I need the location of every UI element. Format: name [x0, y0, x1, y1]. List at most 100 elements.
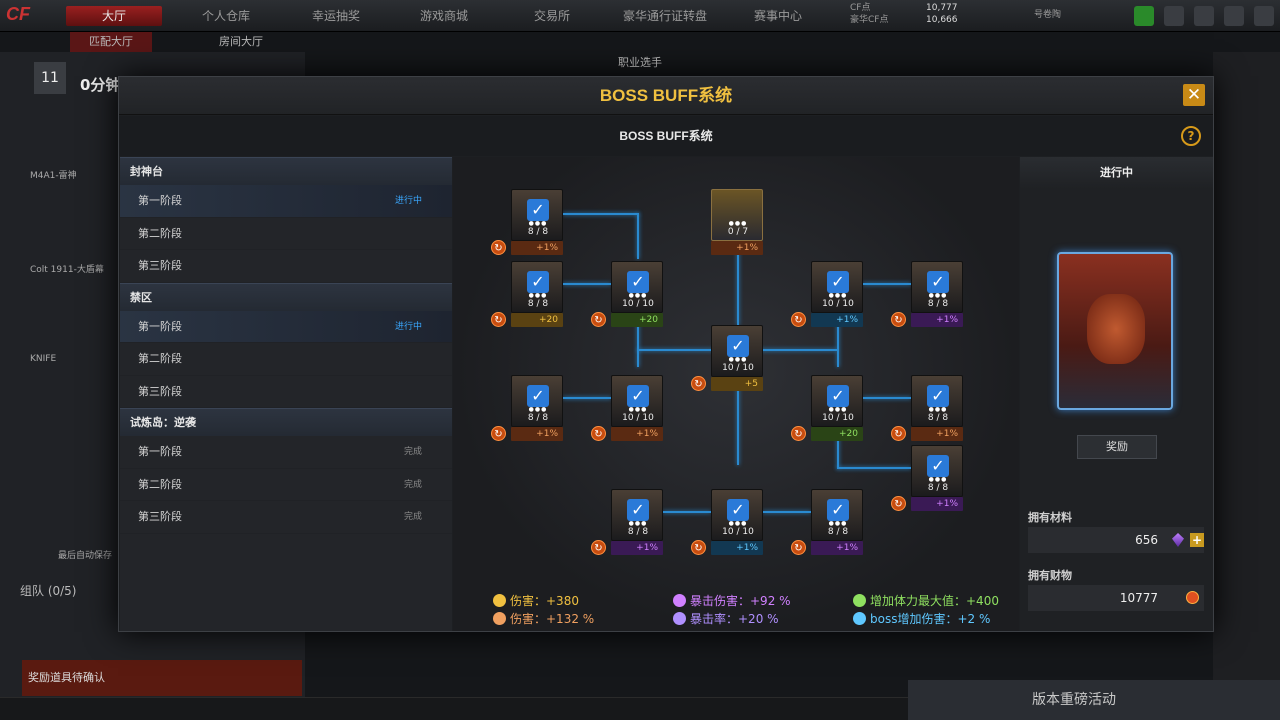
- connector: [737, 245, 739, 325]
- knife-icon: [493, 594, 506, 607]
- music-icon[interactable]: [1194, 6, 1214, 26]
- buff-node[interactable]: ✓●●●8 / 8: [911, 445, 963, 497]
- check-icon: ✓: [627, 385, 649, 407]
- buff-node[interactable]: ✓●●●8 / 8: [511, 261, 563, 313]
- stage-item[interactable]: 第一阶段完成: [120, 436, 452, 469]
- boss-card: [1057, 252, 1173, 410]
- power-icon[interactable]: [1254, 6, 1274, 26]
- buff-node[interactable]: ✓●●●10 / 10: [611, 375, 663, 427]
- stage-item[interactable]: 第二阶段: [120, 343, 452, 376]
- shield-icon[interactable]: [1164, 6, 1184, 26]
- buff-value: +1%: [911, 313, 963, 327]
- buff-node[interactable]: ✓●●●10 / 10: [711, 489, 763, 541]
- gear-icon[interactable]: [1224, 6, 1244, 26]
- stage-item[interactable]: 第三阶段: [120, 376, 452, 408]
- stage-item[interactable]: 第二阶段: [120, 218, 452, 250]
- boss-status: 进行中: [1020, 157, 1213, 189]
- weapon-primary: M4A1-雷神: [30, 171, 77, 181]
- star-icon: ●●●: [928, 476, 948, 483]
- check-icon: ✓: [727, 335, 749, 357]
- stage-label: 第三阶段: [138, 510, 182, 523]
- vip-cf-label: 豪华CF点: [850, 15, 889, 25]
- upgrade-icon[interactable]: ↻: [691, 540, 706, 555]
- tab-shop[interactable]: 游戏商城: [419, 9, 468, 23]
- tab-events[interactable]: 赛事中心: [753, 9, 802, 23]
- buff-value: +1%: [911, 427, 963, 441]
- upgrade-icon[interactable]: ↻: [591, 312, 606, 327]
- upgrade-icon[interactable]: ↻: [791, 540, 806, 555]
- node-progress: 10 / 10: [622, 299, 654, 309]
- node-progress: 8 / 8: [827, 527, 849, 537]
- stage-label: 第一阶段: [138, 194, 182, 207]
- buff-node[interactable]: ✓●●●10 / 10: [611, 261, 663, 313]
- buff-node[interactable]: ✓●●●8 / 8: [911, 375, 963, 427]
- connector: [637, 311, 639, 367]
- connector: [863, 283, 911, 285]
- node-progress: 8 / 8: [927, 483, 949, 493]
- tab-exchange[interactable]: 交易所: [533, 9, 570, 23]
- tab-lottery[interactable]: 幸运抽奖: [311, 9, 360, 23]
- stage-item[interactable]: 第三阶段: [120, 250, 452, 283]
- buff-node[interactable]: ✓●●●8 / 8: [611, 489, 663, 541]
- help-icon[interactable]: ?: [1181, 126, 1201, 146]
- stat-text: 伤害：+132 %: [510, 612, 595, 626]
- connector: [663, 511, 711, 513]
- upgrade-icon[interactable]: ↻: [691, 376, 706, 391]
- upgrade-icon[interactable]: ↻: [791, 312, 806, 327]
- event-banner[interactable]: 版本重磅活动: [908, 680, 1280, 720]
- buff-node[interactable]: ●●●0 / 7: [711, 189, 763, 241]
- upgrade-icon[interactable]: ↻: [791, 426, 806, 441]
- upgrade-icon[interactable]: ↻: [891, 426, 906, 441]
- tab-pass-wheel[interactable]: 豪华通行证转盘: [622, 9, 707, 23]
- star-icon: ●●●: [728, 520, 748, 527]
- upgrade-icon[interactable]: ↻: [591, 426, 606, 441]
- stat-text: 暴击伤害：+92 %: [690, 594, 791, 608]
- check-icon: ✓: [927, 271, 949, 293]
- upgrade-icon[interactable]: ↻: [591, 540, 606, 555]
- close-button[interactable]: ✕: [1183, 84, 1205, 106]
- add-materials-button[interactable]: +: [1190, 533, 1204, 547]
- upgrade-icon[interactable]: ↻: [491, 426, 506, 441]
- node-progress: 10 / 10: [822, 299, 854, 309]
- stage-item[interactable]: 第二阶段完成: [120, 469, 452, 501]
- buff-node[interactable]: ✓●●●8 / 8: [911, 261, 963, 313]
- buff-value: +1%: [611, 427, 663, 441]
- upgrade-icon[interactable]: ↻: [491, 312, 506, 327]
- weapon-melee: KNIFE: [30, 354, 57, 364]
- check-icon: ✓: [627, 499, 649, 521]
- stage-item[interactable]: 第三阶段完成: [120, 501, 452, 534]
- connector: [563, 283, 611, 285]
- team-label: 组队 (0/5): [20, 584, 77, 598]
- materials-label: 拥有材料: [1028, 511, 1072, 524]
- cf-label: CF点: [850, 3, 871, 13]
- buff-node[interactable]: ✓●●●8 / 8: [511, 375, 563, 427]
- buff-node[interactable]: ✓●●●8 / 8: [811, 489, 863, 541]
- tab-lobby[interactable]: 大厅: [66, 6, 162, 26]
- node-progress: 10 / 10: [722, 363, 754, 373]
- check-icon: ✓: [727, 499, 749, 521]
- stage-group-header: 封神台: [120, 157, 452, 185]
- reward-confirm-banner[interactable]: 奖励道具待确认: [22, 660, 302, 696]
- voucher-label: 号卷陶: [1034, 10, 1062, 20]
- upgrade-icon[interactable]: ↻: [491, 240, 506, 255]
- buff-value: +20: [511, 313, 563, 327]
- buff-value: +1%: [811, 541, 863, 555]
- reward-button[interactable]: 奖励: [1077, 435, 1157, 459]
- upgrade-icon[interactable]: ↻: [891, 496, 906, 511]
- tab-match-hall[interactable]: 匹配大厅: [70, 32, 152, 52]
- stat-item: 伤害：+380: [493, 593, 579, 609]
- buff-node[interactable]: ✓●●●10 / 10: [711, 325, 763, 377]
- buff-node[interactable]: ✓●●●8 / 8: [511, 189, 563, 241]
- star-icon: ●●●: [728, 356, 748, 363]
- buff-value: +1%: [711, 241, 763, 255]
- stage-item[interactable]: 第一阶段进行中: [120, 310, 452, 343]
- tab-room-hall[interactable]: 房间大厅: [219, 35, 263, 48]
- buff-node[interactable]: ✓●●●10 / 10: [811, 261, 863, 313]
- status-icon[interactable]: [1134, 6, 1154, 26]
- buff-value: +1%: [511, 241, 563, 255]
- upgrade-icon[interactable]: ↻: [891, 312, 906, 327]
- buff-node[interactable]: ✓●●●10 / 10: [811, 375, 863, 427]
- stage-item[interactable]: 第一阶段进行中: [120, 185, 452, 218]
- tab-warehouse[interactable]: 个人仓库: [201, 9, 250, 23]
- boss-damage-icon: [853, 612, 866, 625]
